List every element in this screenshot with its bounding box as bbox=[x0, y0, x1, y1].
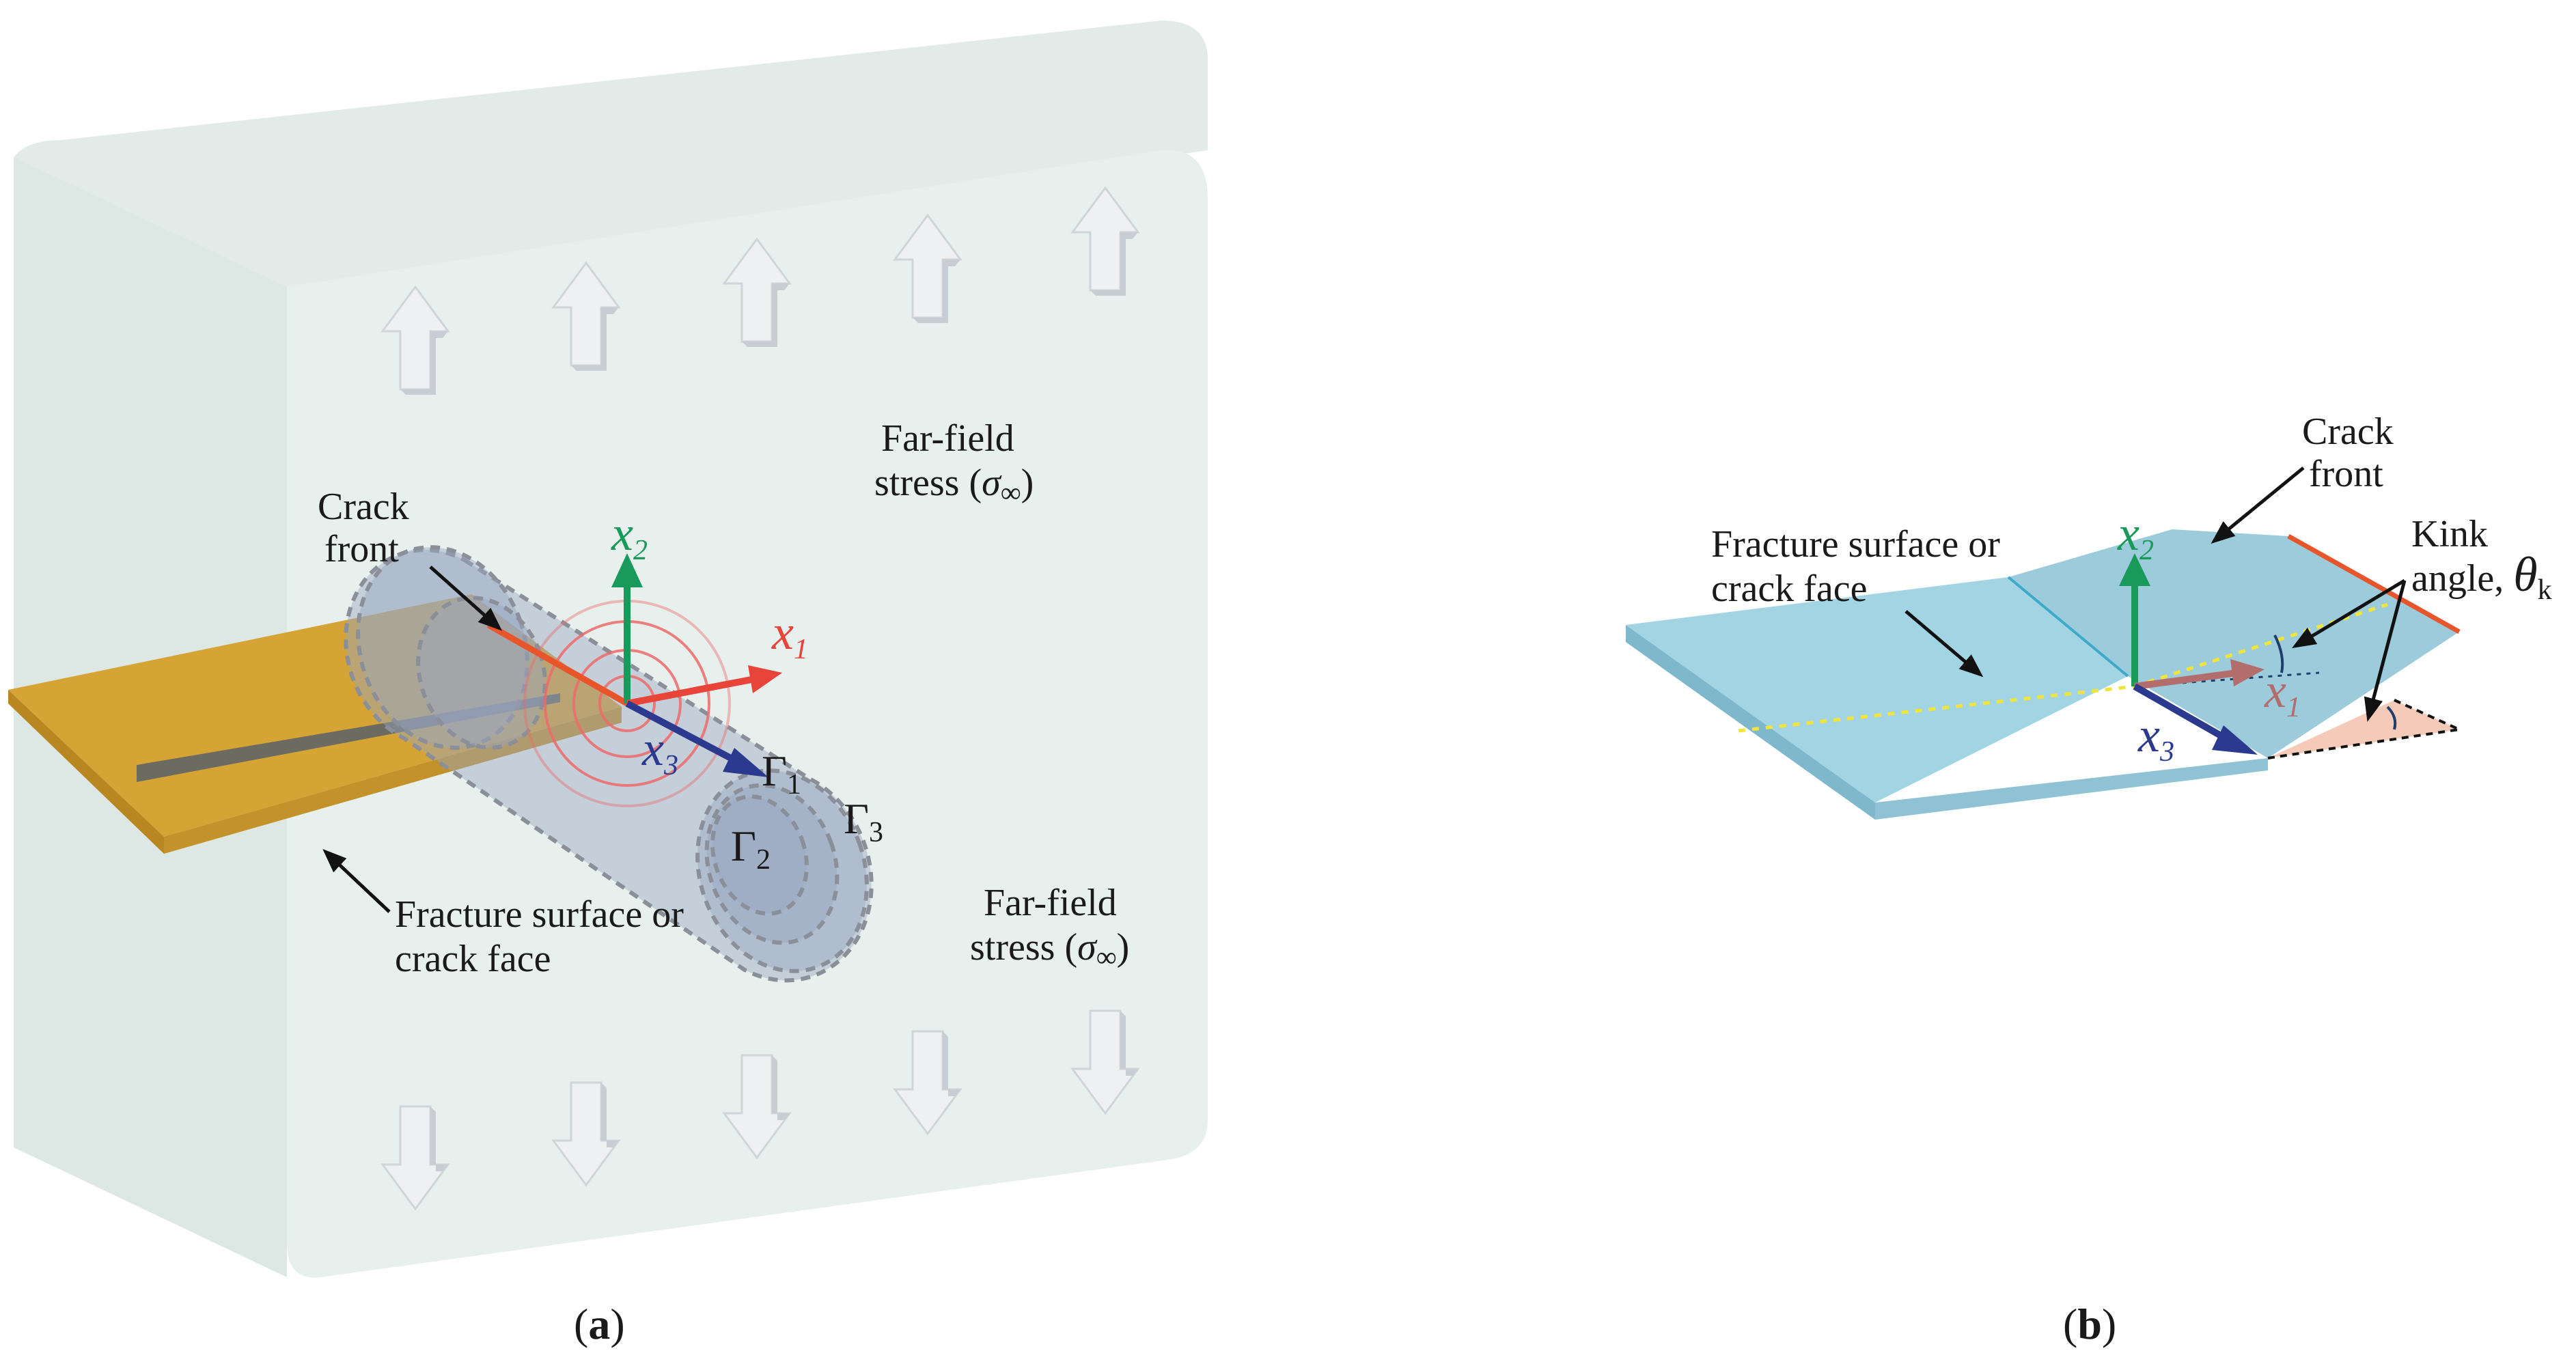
crack-face-plate bbox=[8, 594, 622, 854]
kink-plane-wedge bbox=[2268, 700, 2459, 758]
gamma3-label: Γ3 bbox=[844, 794, 883, 848]
caption-a: (a) bbox=[574, 1300, 625, 1348]
x3-arrowhead bbox=[723, 748, 768, 777]
kink-angle-arc bbox=[2273, 635, 2284, 673]
x3-label-b: x3 bbox=[2137, 708, 2174, 768]
axes-a bbox=[611, 553, 782, 777]
x1-label-b: x1 bbox=[2264, 663, 2301, 723]
crack-front-pointer-b bbox=[2211, 466, 2305, 544]
x1-arrowhead bbox=[748, 665, 782, 693]
fracture-surface-pointer-b bbox=[1905, 610, 1984, 678]
caption-b: (b) bbox=[2063, 1300, 2116, 1348]
far-field-top-label: Far-field stress (σ∞) bbox=[874, 417, 1034, 509]
axes-b bbox=[2119, 553, 2265, 755]
block-front-face bbox=[287, 150, 1208, 1278]
x3-label-a: x3 bbox=[641, 721, 678, 781]
j-integral-contours bbox=[344, 545, 874, 983]
kink-trajectory bbox=[1738, 602, 2388, 733]
crack-face-kinked bbox=[2008, 529, 2459, 758]
crack-front-pointer-a bbox=[429, 566, 503, 631]
x3-arrowhead-b bbox=[2212, 725, 2258, 755]
crack-front-label-a: Crack front bbox=[318, 486, 419, 570]
x2-arrowhead bbox=[611, 553, 643, 587]
panel-a: x2 x1 x3 Γ1 Γ2 Γ3 Crack front Far-field … bbox=[8, 20, 1208, 1348]
gamma2-label: Γ2 bbox=[731, 822, 771, 876]
x2-label-b: x2 bbox=[2117, 506, 2154, 566]
x2-arrowhead-b bbox=[2119, 553, 2150, 586]
kink-angle-pointer-1 bbox=[2291, 579, 2406, 649]
fracture-surface-label-a: Fracture surface or crack face bbox=[395, 893, 693, 980]
crack-front-line bbox=[486, 622, 629, 706]
crack-front-line-b bbox=[2287, 533, 2461, 635]
fracture-surface-label-b: Fracture surface or crack face bbox=[1711, 523, 2010, 610]
kink-angle-arc-2 bbox=[2386, 706, 2397, 730]
x2-label-a: x2 bbox=[611, 506, 648, 566]
panel-b: x2 x1 x3 Crack front Fracture surface or… bbox=[1626, 410, 2552, 1348]
far-field-bottom-label: Far-field stress (σ∞) bbox=[970, 882, 1129, 973]
crack-face-left bbox=[1626, 577, 2128, 803]
fracture-surface-pointer-a bbox=[322, 849, 391, 913]
x1-label-a: x1 bbox=[771, 605, 808, 665]
gamma1-label: Γ1 bbox=[762, 747, 801, 800]
kink-angle-label: Kink angle, θk bbox=[2411, 513, 2552, 606]
block-top-face bbox=[14, 20, 1208, 287]
x1-arrowhead-b bbox=[2230, 659, 2265, 686]
kink-angle-pointer-2 bbox=[2364, 580, 2407, 722]
crack-front-label-b: Crack front bbox=[2302, 410, 2403, 495]
